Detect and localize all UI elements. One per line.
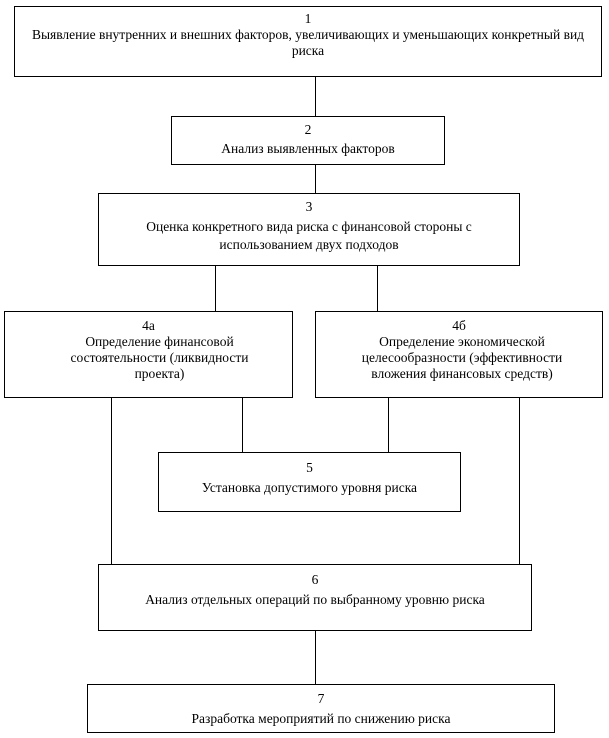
block-2: 2 Анализ выявленных факторов <box>171 116 445 165</box>
connector-6-7 <box>315 630 316 684</box>
block-1-text: Выявление внутренних и внешних факторов,… <box>31 27 585 58</box>
connector-4a-6 <box>111 397 112 564</box>
block-5-number: 5 <box>306 460 313 475</box>
block-3: 3 Оценка конкретного вида риска с финанс… <box>98 193 520 266</box>
block-4a: 4а Определение финансовой состоятельност… <box>4 311 293 398</box>
block-5-text: Установка допустимого уровня риска <box>201 480 418 495</box>
connector-3-4a <box>215 265 216 311</box>
connector-3-4b <box>377 265 378 311</box>
block-5: 5 Установка допустимого уровня риска <box>158 452 461 512</box>
block-4a-text: Определение финансовой состоятельности (… <box>70 334 249 381</box>
block-6-text: Анализ отдельных операций по выбранному … <box>145 592 485 607</box>
block-4b-number: 4б <box>452 318 466 333</box>
block-3-text: Оценка конкретного вида риска с финансов… <box>146 219 472 252</box>
block-7: 7 Разработка мероприятий по снижению рис… <box>87 684 555 733</box>
block-4a-number: 4а <box>142 318 155 333</box>
block-6-number: 6 <box>311 572 319 587</box>
connector-2-3 <box>315 164 316 194</box>
block-2-number: 2 <box>304 122 312 137</box>
connector-1-2 <box>315 76 316 116</box>
block-4b-text: Определение экономической целесообразнос… <box>361 334 563 381</box>
connector-4b-6 <box>519 397 520 564</box>
connector-4a-5 <box>242 397 243 452</box>
block-4b: 4б Определение экономической целесообраз… <box>315 311 603 398</box>
block-3-number: 3 <box>305 199 313 214</box>
block-2-text: Анализ выявленных факторов <box>221 141 395 156</box>
connector-4b-5 <box>388 397 389 452</box>
block-1-number: 1 <box>304 11 312 26</box>
block-7-text: Разработка мероприятий по снижению риска <box>191 711 451 726</box>
block-6: 6 Анализ отдельных операций по выбранном… <box>98 564 532 631</box>
block-7-number: 7 <box>317 691 325 706</box>
block-1: 1 Выявление внутренних и внешних факторо… <box>14 6 602 77</box>
